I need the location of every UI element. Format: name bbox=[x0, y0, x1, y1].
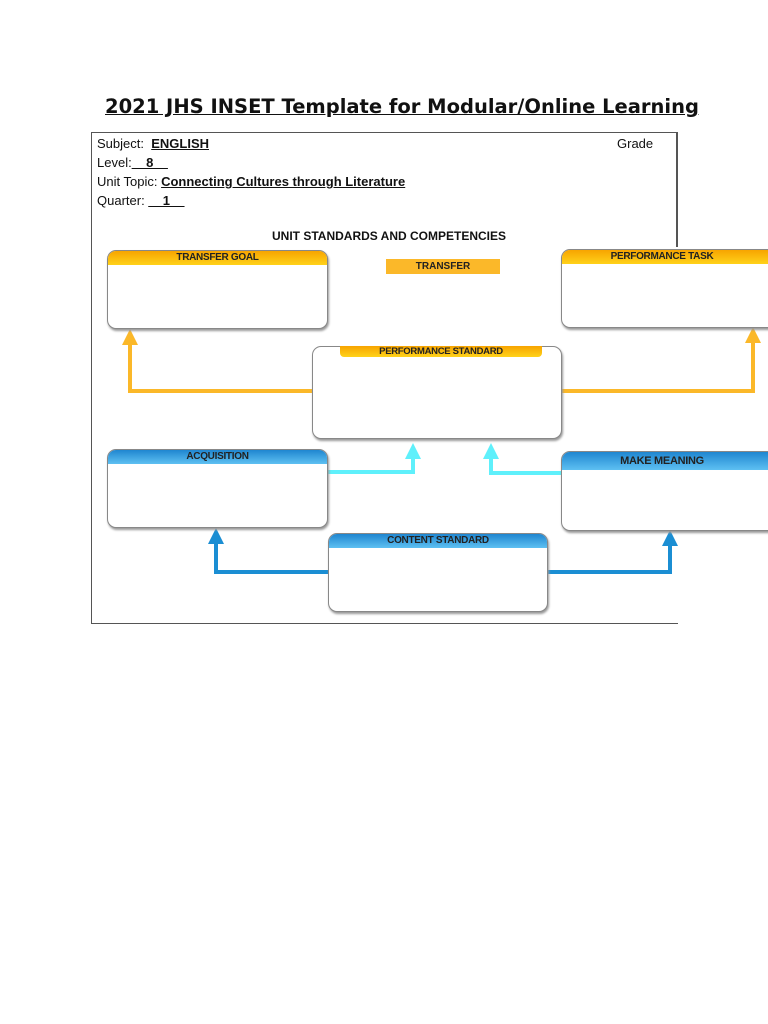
content-standard-box[interactable]: CONTENT STANDARD bbox=[328, 533, 548, 612]
transfer-label: TRANSFER bbox=[386, 259, 500, 274]
performance-task-box[interactable]: PERFORMANCE TASK bbox=[561, 249, 768, 328]
grade-label: Grade bbox=[617, 136, 654, 151]
diagram-heading: UNIT STANDARDS AND COMPETENCIES bbox=[272, 229, 507, 243]
topic-label: Unit Topic: bbox=[97, 174, 158, 189]
template-frame bbox=[91, 132, 678, 624]
subject-value: ENGLISH bbox=[151, 136, 210, 151]
topic-field: Unit Topic: Connecting Cultures through … bbox=[97, 174, 405, 189]
topic-value: Connecting Cultures through Literature bbox=[161, 174, 406, 189]
make-meaning-header: MAKE MEANING bbox=[562, 452, 768, 470]
quarter-field: Quarter: __1__ bbox=[97, 193, 184, 208]
acquisition-header: ACQUISITION bbox=[108, 450, 327, 464]
arrow-to-acquisition bbox=[208, 528, 328, 574]
acquisition-box[interactable]: ACQUISITION bbox=[107, 449, 328, 528]
subject-field: Subject: ENGLISH bbox=[97, 136, 209, 151]
document-title: 2021 JHS INSET Template for Modular/Onli… bbox=[105, 95, 699, 118]
performance-task-header: PERFORMANCE TASK bbox=[562, 250, 768, 264]
content-standard-header: CONTENT STANDARD bbox=[329, 534, 547, 548]
transfer-goal-box[interactable]: TRANSFER GOAL bbox=[107, 250, 328, 329]
arrow-acquisition-to-standard bbox=[327, 443, 421, 474]
subject-label: Subject: bbox=[97, 136, 144, 151]
quarter-value: __1__ bbox=[148, 193, 185, 208]
arrow-to-performance-task bbox=[561, 327, 761, 393]
performance-standard-header: PERFORMANCE STANDARD bbox=[340, 346, 542, 357]
level-value: __8__ bbox=[131, 155, 168, 170]
arrow-to-make-meaning bbox=[547, 530, 678, 574]
performance-standard-box[interactable] bbox=[312, 346, 562, 439]
make-meaning-box[interactable]: MAKE MEANING bbox=[561, 451, 768, 531]
arrow-to-transfer-goal bbox=[122, 329, 312, 393]
quarter-label: Quarter: bbox=[97, 193, 145, 208]
frame-right-border bbox=[676, 132, 678, 247]
arrow-meaning-to-standard bbox=[483, 443, 561, 475]
level-field: Level:__8__ bbox=[97, 155, 168, 170]
level-label: Level: bbox=[97, 155, 132, 170]
transfer-goal-header: TRANSFER GOAL bbox=[108, 251, 327, 265]
